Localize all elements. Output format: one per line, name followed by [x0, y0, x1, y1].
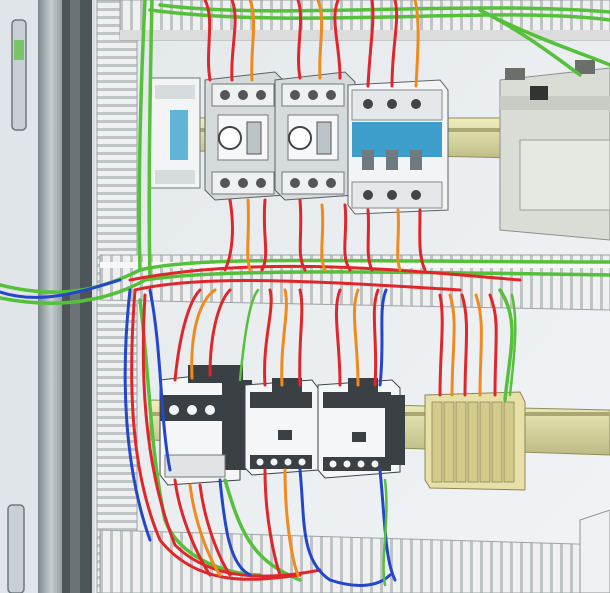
small-breaker: [149, 77, 201, 189]
power-supply-unit: [499, 60, 610, 241]
motor-protector-2: [274, 71, 356, 201]
side-bracket: [579, 509, 610, 593]
contactor-with-block: [159, 365, 252, 486]
door-hinge-top: [11, 19, 27, 131]
contactor-1: [244, 378, 319, 476]
terminal-blocks: [424, 391, 526, 491]
motor-protector-1: [204, 71, 286, 201]
top-duct: [119, 0, 610, 41]
door-hinge-bottom: [7, 504, 25, 593]
terminal-screws: [256, 398, 379, 468]
three-pole-breaker: [347, 79, 449, 215]
